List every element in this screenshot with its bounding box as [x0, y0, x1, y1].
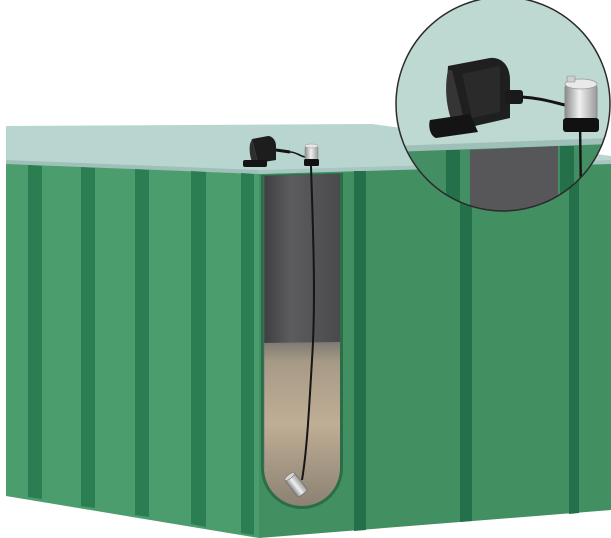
tank-cutaway: [261, 173, 343, 509]
cutaway-air-space: [264, 174, 340, 343]
pressure-sensor-icon: [304, 144, 319, 166]
tank-front-face: [6, 164, 259, 538]
cutaway-liquid: [264, 342, 340, 506]
zoom-pressure-sensor: [563, 76, 599, 132]
